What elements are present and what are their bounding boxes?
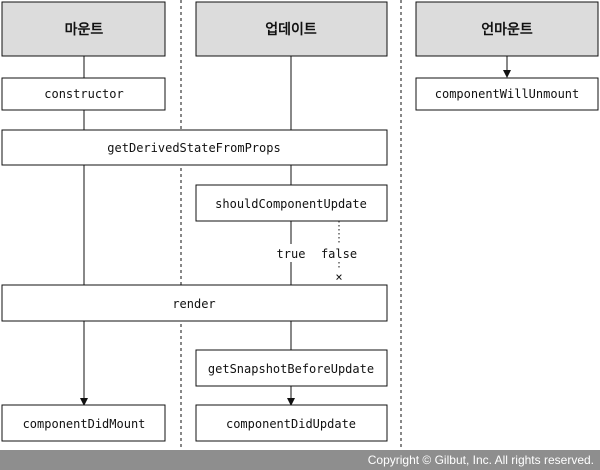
box-constructor: constructor — [1, 77, 166, 111]
box-component-will-unmount: componentWillUnmount — [415, 77, 599, 111]
box-component-did-mount: componentDidMount — [1, 404, 166, 442]
header-unmount: 언마운트 — [415, 1, 599, 57]
header-mount-label: 마운트 — [65, 22, 104, 38]
box-should-update-label: shouldComponentUpdate — [215, 197, 367, 211]
box-get-snapshot-before-update: getSnapshotBeforeUpdate — [195, 349, 388, 387]
box-will-unmount-label: componentWillUnmount — [435, 87, 580, 101]
copyright-text: Copyright © Gilbut, Inc. All rights rese… — [367, 453, 594, 467]
box-component-did-update: componentDidUpdate — [195, 404, 388, 442]
box-get-derived-state-from-props: getDerivedStateFromProps — [1, 129, 388, 166]
header-unmount-label: 언마운트 — [481, 21, 533, 38]
header-mount: 마운트 — [1, 1, 166, 57]
box-constructor-label: constructor — [44, 87, 123, 101]
copyright-footer: Copyright © Gilbut, Inc. All rights rese… — [0, 450, 600, 470]
header-update-label: 업데이트 — [265, 21, 317, 38]
branch-false-label: false — [321, 247, 357, 261]
branch-stop-mark: × — [335, 270, 342, 284]
box-get-snapshot-label: getSnapshotBeforeUpdate — [208, 362, 374, 376]
box-did-update-label: componentDidUpdate — [226, 417, 356, 431]
box-render-label: render — [172, 297, 215, 311]
box-render: render — [1, 284, 388, 322]
box-should-component-update: shouldComponentUpdate — [195, 184, 388, 222]
box-get-derived-state-label: getDerivedStateFromProps — [107, 141, 280, 155]
header-update: 업데이트 — [195, 1, 388, 57]
branch-true-label: true — [277, 247, 306, 261]
box-did-mount-label: componentDidMount — [23, 417, 146, 431]
